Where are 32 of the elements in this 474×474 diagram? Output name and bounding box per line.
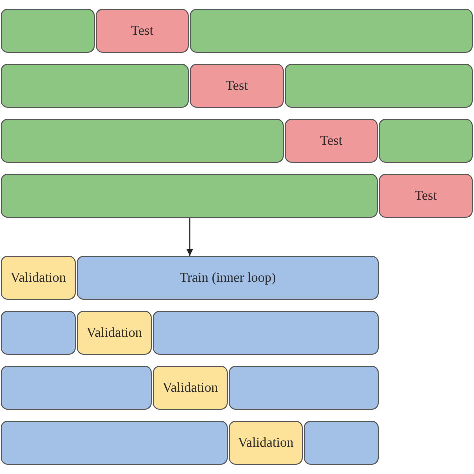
fold-label: Validation: [162, 380, 218, 396]
training-fold-bar: [190, 9, 473, 53]
fold-label: Validation: [86, 325, 142, 341]
training-fold-bar: [1, 174, 378, 218]
test-fold-bar: [96, 9, 189, 53]
validation-fold-bar: [1, 256, 76, 300]
training-fold-bar: [1, 366, 152, 410]
fold-label: Test: [131, 23, 154, 39]
fold-label: Test: [414, 188, 438, 204]
validation-fold-bar: [77, 311, 152, 355]
fold-label: Test: [226, 78, 248, 94]
training-fold-bar: [1, 119, 284, 163]
test-fold-bar: [285, 119, 378, 163]
validation-fold-bar: [229, 421, 303, 465]
fold-label: Validation: [10, 270, 66, 286]
test-fold-bar: [190, 64, 284, 108]
training-fold-bar: [1, 9, 95, 53]
training-fold-bar: [285, 64, 473, 108]
validation-fold-bar: [153, 366, 228, 410]
training-fold-bar: [77, 256, 379, 300]
training-fold-bar: [1, 64, 189, 108]
test-fold-bar: [379, 174, 473, 218]
training-fold-bar: [1, 311, 76, 355]
training-fold-bar: [153, 311, 379, 355]
fold-label: Validation: [238, 435, 294, 451]
training-fold-bar: [304, 421, 379, 465]
fold-label: Test: [320, 133, 343, 149]
arrow: [186, 218, 194, 256]
fold-label: Train (inner loop): [180, 270, 276, 286]
training-fold-bar: [229, 366, 379, 410]
training-fold-bar: [1, 421, 228, 465]
training-fold-bar: [379, 119, 473, 163]
